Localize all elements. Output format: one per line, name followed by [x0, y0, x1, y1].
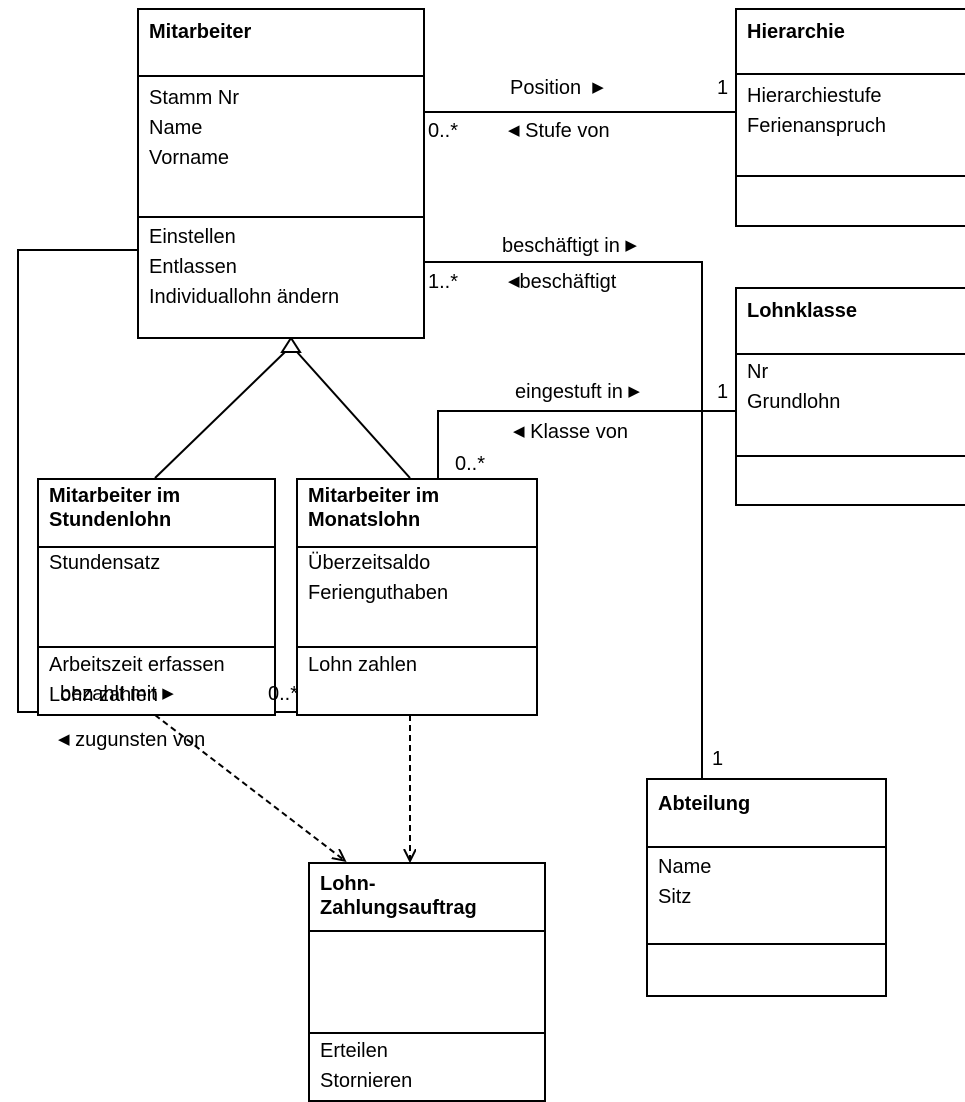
arrow-left-icon: ◀ [508, 122, 520, 139]
attribute: Grundlohn [747, 391, 841, 413]
eingestuft-line [437, 410, 737, 478]
generalization-arrowhead [280, 336, 302, 353]
attribute: Name [149, 117, 203, 139]
beschaeftigt-label: ◀beschäftigt [508, 271, 617, 293]
attribute: Hierarchiestufe [747, 85, 882, 107]
multiplicity-eingestuft-source: 0..* [455, 453, 486, 475]
bezahlt-mit-label: bezahlt mit ▶ [60, 683, 174, 705]
operation: Arbeitszeit erfassen [49, 654, 225, 676]
operation: Stornieren [320, 1070, 413, 1092]
class-abteilung: Abteilung Name Sitz [646, 778, 887, 997]
klasse-von-label: ◀ Klasse von [513, 421, 628, 443]
operation: Entlassen [149, 256, 237, 278]
arrow-left-icon: ◀ [58, 731, 70, 748]
arrow-right-icon: ▶ [625, 237, 637, 254]
class-lohn-zahlungsauftrag: Lohn- Zahlungsauftrag Erteilen Storniere… [308, 862, 546, 1102]
arrow-right-icon: ▶ [628, 383, 640, 400]
attribute: Name [658, 856, 712, 878]
class-name-line1: Mitarbeiter im [308, 485, 440, 507]
beschaeftigt-line [425, 261, 703, 778]
class-mitarbeiter-im-stundenlohn: Mitarbeiter im Stundenlohn Stundensatz A… [37, 478, 276, 716]
class-name-line2: Monatslohn [308, 509, 421, 531]
attribute: Sitz [658, 886, 692, 908]
beschaeftigt-in-label: beschäftigt in ▶ [502, 235, 637, 257]
attribute: Stundensatz [49, 552, 161, 574]
class-mitarbeiter-im-monatslohn: Mitarbeiter im Monatslohn Überzeitsaldo … [296, 478, 538, 716]
operation: Einstellen [149, 226, 236, 248]
attribute: Vorname [149, 147, 230, 169]
class-name: Abteilung [658, 793, 751, 815]
multiplicity-beschaeftigt-source: 1..* [428, 271, 459, 293]
generalization-monatslohn [296, 351, 411, 479]
arrow-right-icon: ▶ [592, 79, 604, 96]
class-hierarchie: Hierarchie Hierarchiestufe Ferienanspruc… [735, 8, 965, 227]
arrow-left-icon: ◀ [513, 423, 525, 440]
class-name-line2: Stundenlohn [49, 509, 172, 531]
eingestuft-in-label: eingestuft in ▶ [515, 381, 640, 403]
class-name: Mitarbeiter [149, 21, 252, 43]
attribute: Stamm Nr [149, 87, 239, 109]
position-label: Position ▶ [510, 77, 604, 99]
attribute: Ferienanspruch [747, 115, 886, 137]
multiplicity-position-source: 0..* [428, 120, 459, 142]
class-name-line1: Lohn- [320, 873, 376, 895]
stufe-von-label: ◀ Stufe von [508, 120, 610, 142]
class-mitarbeiter: Mitarbeiter Stamm Nr Name Vorname Einste… [137, 8, 425, 339]
attribute: Nr [747, 361, 769, 383]
arrow-left-icon: ◀ [508, 273, 520, 290]
multiplicity-eingestuft-target: 1 [717, 381, 729, 403]
class-name: Lohnklasse [747, 300, 858, 322]
generalization-stundenlohn [154, 351, 286, 479]
class-lohnklasse: Lohnklasse Nr Grundlohn [735, 287, 965, 506]
operation: Erteilen [320, 1040, 388, 1062]
attribute: Ferienguthaben [308, 582, 449, 604]
multiplicity-beschaeftigt-target: 1 [712, 748, 724, 770]
class-name-line1: Mitarbeiter im [49, 485, 181, 507]
multiplicity-bezahlt-target: 0..* [268, 683, 299, 705]
operation: Lohn zahlen [308, 654, 417, 676]
attribute: Überzeitsaldo [308, 552, 431, 574]
operation: Lohn zahlen [49, 684, 158, 706]
zugunsten-von-label: ◀ zugunsten von [58, 729, 206, 751]
class-name-line2: Zahlungsauftrag [320, 897, 477, 919]
arrow-right-icon: ▶ [162, 685, 174, 702]
class-name: Hierarchie [747, 21, 845, 43]
operation: Individuallohn ändern [149, 286, 340, 308]
multiplicity-position-target: 1 [717, 77, 729, 99]
